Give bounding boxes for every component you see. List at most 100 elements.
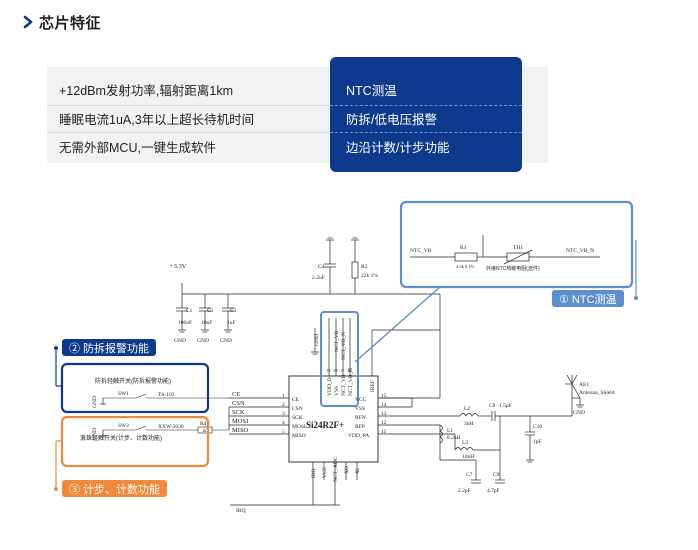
pin-label: IRQ: [311, 469, 317, 479]
pin-number: 12: [381, 420, 387, 426]
count-leader-dot: [54, 487, 58, 491]
pin-number: 15: [381, 393, 387, 399]
c10-ref: C10: [533, 424, 542, 430]
pin-label: RFN: [355, 415, 366, 421]
supply-label: +3.3V: [170, 263, 187, 270]
cap-value: 100uF: [178, 320, 192, 326]
section-header: 芯片特征: [22, 12, 101, 32]
irq-net: IRQ: [236, 508, 246, 514]
highlight-label: NTC测温: [346, 83, 397, 98]
circuit-schematic: +3.3V C1 100uF C2 10nF C3 1uF GND GND GN…: [54, 200, 638, 514]
pin-number: 14: [381, 402, 387, 408]
feature-row: 睡眠电流1uA,3年以上超长待机时间: [47, 105, 548, 131]
section-title: 芯片特征: [39, 14, 102, 32]
r4-value: 1k: [202, 428, 207, 433]
c8-ref: C8: [489, 403, 496, 409]
cap-ref: C2: [207, 308, 214, 314]
count-callout-label: ③ 计步、计数功能: [69, 483, 161, 496]
pin-label: NCT_ADC: [333, 456, 339, 482]
highlight-label: 防拆/低电压报警: [346, 112, 437, 127]
ntc-leader-dot: [634, 296, 638, 300]
pin-label: CE: [292, 397, 300, 403]
gnd-label: GND: [220, 338, 232, 344]
pin-number: 16: [347, 368, 352, 373]
net-sck: SCK: [232, 409, 245, 416]
highlight-row: 边沿计数/计步功能: [330, 133, 522, 159]
l1-ref: L1: [447, 428, 453, 434]
l1-value: 8.2nH: [447, 435, 461, 441]
pin-label: XO: [344, 466, 350, 474]
gnd-label: GND: [314, 334, 320, 346]
ntc-callout-badge: ① NTC测温: [552, 290, 624, 307]
c4-value: 2.2uF: [312, 275, 325, 281]
ntc-highlight-box: [399, 200, 634, 289]
cap-value: 1uF: [227, 320, 236, 326]
chevron-right-icon: [23, 15, 33, 29]
pin-label: VDD_D: [327, 377, 333, 396]
pin-number: 11: [381, 429, 387, 435]
highlight-row: NTC测温: [330, 76, 522, 102]
pin-number: 4: [282, 420, 285, 426]
count-callout-badge: ③ 计步、计数功能: [62, 480, 168, 497]
antenna-ref: AE1: [579, 382, 589, 388]
pin-label: RFP: [355, 424, 365, 430]
highlight-label: 边沿计数/计步功能: [346, 140, 450, 155]
ntc-callout-label: ① NTC测温: [559, 293, 617, 306]
sw2-title: 滚珠轻触开关(计步、计数功能): [80, 434, 162, 442]
tamper-leader-dot: [54, 346, 58, 350]
tamper-callout-badge: ② 防拆报警功能: [62, 339, 157, 356]
tamper-highlight-box: [60, 362, 210, 414]
net-mosi: MOSI: [232, 418, 248, 425]
antenna-name: Antenna_Shield: [579, 390, 615, 396]
feature-highlight-panel: NTC测温 防拆/低电压报警 边沿计数/计步功能: [330, 57, 522, 172]
cap-ref: C1: [186, 308, 193, 314]
highlight-divider: [330, 105, 522, 106]
sw1-part: TS-103: [158, 392, 175, 398]
pin-label: MOSI: [292, 424, 306, 430]
gnd-label: GND: [92, 396, 98, 408]
pin-number: 19: [326, 368, 331, 373]
feature-divider: [47, 105, 330, 106]
feature-label: 睡眠电流1uA,3年以上超长待机时间: [59, 112, 255, 127]
pin-label: VCC: [355, 397, 367, 403]
pin-label: NCT_VB: [341, 374, 347, 396]
net-csn: CSN: [232, 400, 245, 407]
tamper-callout-label: ② 防拆报警功能: [69, 342, 150, 355]
pin-label: VCC: [322, 466, 328, 478]
pin-number: 3: [282, 411, 285, 417]
net-label: NCT_VB_N: [341, 332, 347, 360]
pin-label: VDD_PA: [348, 433, 369, 439]
r3-ref: R3: [460, 245, 467, 251]
pin-label: VSS: [355, 406, 365, 412]
net-miso: MISO: [232, 427, 249, 434]
c7-ref: C7: [466, 472, 473, 478]
sw1-ref: SW1: [118, 391, 129, 397]
sw2-part: XXW-2030: [158, 424, 184, 430]
l2-ref: L2: [464, 406, 470, 412]
highlight-row: 防拆/低电压报警: [330, 105, 522, 131]
feature-divider: [47, 132, 330, 133]
l3-value: 10nH: [462, 454, 474, 460]
c10-value: 1pF: [533, 439, 542, 445]
r2-value: 22k 1%: [361, 273, 378, 279]
net-ce: CE: [232, 391, 240, 398]
c4-ref: C4: [318, 264, 325, 270]
pin-label: VSS: [334, 386, 340, 396]
pin-number: 5: [282, 429, 285, 435]
r3-value: 4.3k 0.1%: [456, 264, 475, 269]
th1-note: 外接NTC热敏电阻(选件): [486, 265, 540, 272]
r2-ref: R2: [361, 264, 368, 270]
gnd-label: GND: [573, 410, 585, 416]
cap-ref: C3: [230, 308, 237, 314]
c9-ref: C9: [493, 472, 500, 478]
feature-label: 无需外部MCU,一键生成软件: [59, 140, 216, 155]
pin-number: 1: [282, 393, 285, 399]
highlight-divider: [330, 132, 522, 133]
gnd-label: GND: [174, 338, 186, 344]
feature-row: +12dBm发射功率,辐射距离1km: [47, 76, 548, 102]
gnd-label: GND: [197, 338, 209, 344]
ntc-connector: [354, 286, 441, 363]
sw2-ref: SW2: [118, 423, 129, 429]
th1-ref: TH1: [513, 245, 523, 251]
feature-row: 无需外部MCU,一键生成软件: [47, 133, 548, 159]
